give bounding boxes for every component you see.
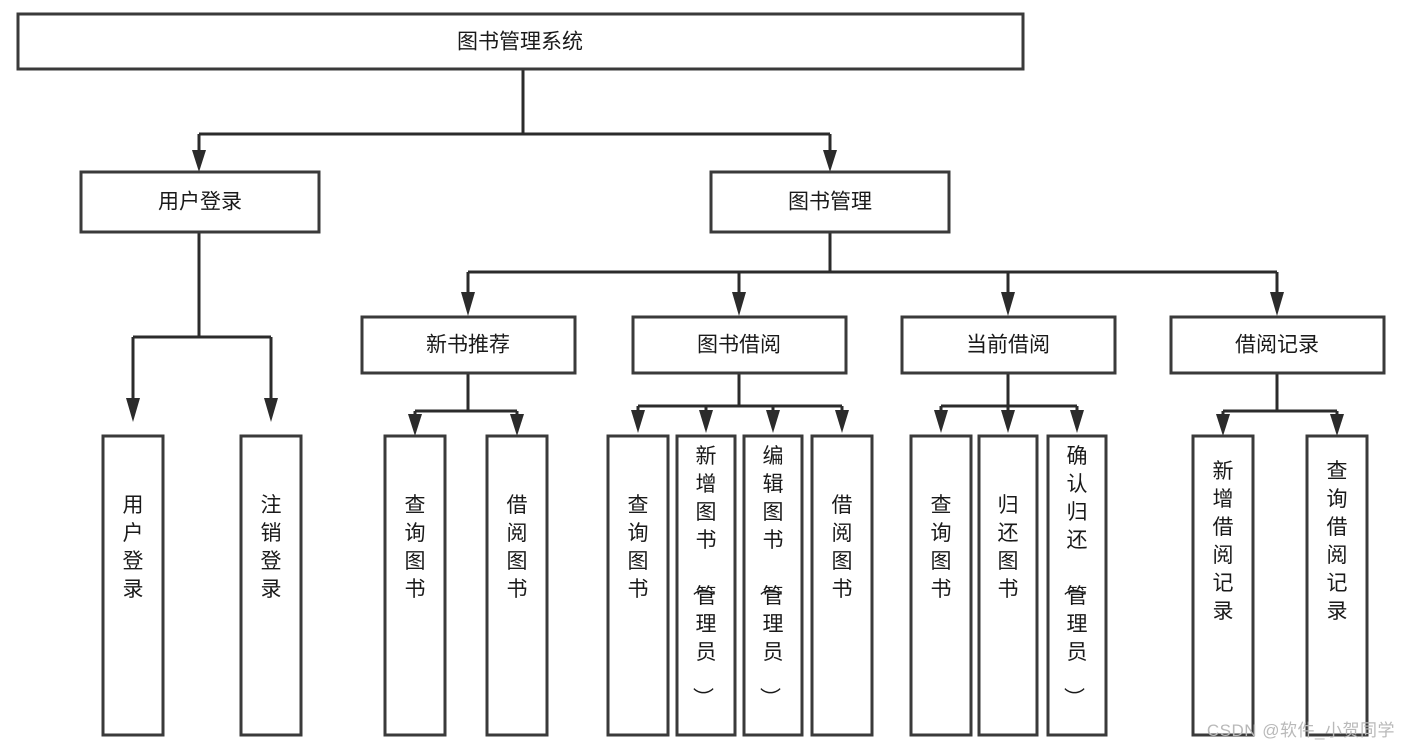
node-user-login-label: 用户登录 [158, 191, 242, 214]
node-leaf-confirm-return-box[interactable] [1046, 434, 1108, 737]
node-leaf-add-book-box[interactable] [675, 434, 737, 737]
node-leaf-query-book-3[interactable]: 查询图书 [909, 434, 973, 737]
node-leaf-query-book-2-label: 查询图书 [628, 494, 649, 601]
arrow-bookmanage-record [1270, 292, 1284, 316]
node-book-borrow-label: 图书借阅 [697, 334, 781, 357]
node-leaf-user-logout[interactable]: 注销登录 [239, 434, 303, 737]
node-leaf-borrow-book-1-box[interactable] [485, 434, 549, 737]
arrow-bookborrow-leaf-1 [631, 410, 645, 433]
node-new-book-recommend-label: 新书推荐 [426, 334, 510, 357]
node-leaf-add-record-label: 新增借阅记录 [1213, 460, 1234, 623]
csdn-watermark: CSDN @软件_小贺同学 [1206, 721, 1395, 740]
node-new-book-recommend-box[interactable] [360, 315, 577, 375]
node-root-box[interactable] [16, 12, 1025, 71]
node-leaf-user-login-box[interactable] [101, 434, 165, 737]
node-current-borrow-box[interactable] [900, 315, 1117, 375]
node-borrow-record-label: 借阅记录 [1235, 334, 1319, 357]
arrow-bookborrow-leaf-4 [835, 410, 849, 433]
arrow-currentborrow-leaf-2 [1001, 410, 1015, 433]
arrow-bookborrow-leaf-2 [699, 410, 713, 433]
node-borrow-record[interactable]: 借阅记录 [1169, 315, 1386, 375]
node-leaf-borrow-book-2-label: 借阅图书 [832, 494, 853, 601]
node-leaf-user-logout-box[interactable] [239, 434, 303, 737]
node-leaf-edit-book[interactable]: 编辑图书（管理员） [742, 434, 804, 737]
node-leaf-query-record-box[interactable] [1305, 434, 1369, 737]
node-leaf-borrow-book-1[interactable]: 借阅图书 [485, 434, 549, 737]
node-leaf-query-book-3-box[interactable] [909, 434, 973, 737]
node-current-borrow-label: 当前借阅 [966, 334, 1050, 357]
node-leaf-query-book-2[interactable]: 查询图书 [606, 434, 670, 737]
arrow-root-to-book-manage [823, 150, 837, 172]
arrow-borrowrecord-leaf-2 [1330, 414, 1344, 436]
arrow-borrowrecord-leaf-1 [1216, 414, 1230, 436]
node-leaf-confirm-return-label: 确认归还（管理员） [1062, 445, 1088, 708]
node-root[interactable]: 图书管理系统 [16, 12, 1025, 71]
arrow-bookmanage-newbook [461, 292, 475, 316]
arrow-bookmanage-current [1001, 292, 1015, 316]
node-root-label: 图书管理系统 [457, 31, 583, 54]
node-user-login-box[interactable] [79, 170, 321, 234]
node-leaf-user-logout-label: 注销登录 [261, 494, 282, 601]
node-leaf-query-book-1-box[interactable] [383, 434, 447, 737]
node-leaf-query-book-1-label: 查询图书 [405, 494, 426, 601]
connector-layer [126, 69, 1344, 436]
node-leaf-add-record-box[interactable] [1191, 434, 1255, 737]
arrow-bookborrow-leaf-3 [766, 410, 780, 433]
arrow-currentborrow-leaf-1 [934, 410, 948, 433]
node-borrow-record-box[interactable] [1169, 315, 1386, 375]
arrow-userlogin-leaf-2 [264, 398, 278, 422]
node-book-manage-label: 图书管理 [788, 191, 872, 214]
node-leaf-query-book-2-box[interactable] [606, 434, 670, 737]
node-leaf-add-book[interactable]: 新增图书（管理员） [675, 434, 737, 737]
node-leaf-user-login-label: 用户登录 [123, 494, 144, 601]
node-current-borrow[interactable]: 当前借阅 [900, 315, 1117, 375]
arrow-userlogin-leaf-1 [126, 398, 140, 422]
node-leaf-add-book-label: 新增图书（管理员） [691, 445, 717, 708]
node-leaf-borrow-book-2-box[interactable] [810, 434, 874, 737]
node-leaf-borrow-book-1-label: 借阅图书 [507, 494, 528, 601]
node-leaf-add-record[interactable]: 新增借阅记录 [1191, 434, 1255, 737]
node-user-login[interactable]: 用户登录 [79, 170, 321, 234]
node-leaf-confirm-return[interactable]: 确认归还（管理员） [1046, 434, 1108, 737]
arrow-currentborrow-leaf-3 [1070, 410, 1084, 433]
node-leaf-edit-book-label: 编辑图书（管理员） [758, 445, 784, 708]
node-book-manage[interactable]: 图书管理 [709, 170, 951, 234]
arrow-bookmanage-borrow [732, 292, 746, 316]
node-leaf-user-login[interactable]: 用户登录 [101, 434, 165, 737]
node-leaf-return-book[interactable]: 归还图书 [977, 434, 1039, 737]
node-leaf-borrow-book-2[interactable]: 借阅图书 [810, 434, 874, 737]
node-leaf-return-book-box[interactable] [977, 434, 1039, 737]
node-new-book-recommend[interactable]: 新书推荐 [360, 315, 577, 375]
node-leaf-query-record-label: 查询借阅记录 [1327, 460, 1348, 623]
node-book-manage-box[interactable] [709, 170, 951, 234]
node-leaf-query-book-1[interactable]: 查询图书 [383, 434, 447, 737]
node-leaf-edit-book-box[interactable] [742, 434, 804, 737]
arrow-newbook-leaf-1 [408, 414, 422, 436]
node-leaf-return-book-label: 归还图书 [998, 494, 1019, 601]
node-leaf-query-record[interactable]: 查询借阅记录 [1305, 434, 1369, 737]
node-book-borrow-box[interactable] [631, 315, 848, 375]
arrow-root-to-user-login [192, 150, 206, 172]
node-book-borrow[interactable]: 图书借阅 [631, 315, 848, 375]
arrow-newbook-leaf-2 [510, 414, 524, 436]
node-leaf-query-book-3-label: 查询图书 [931, 494, 952, 601]
